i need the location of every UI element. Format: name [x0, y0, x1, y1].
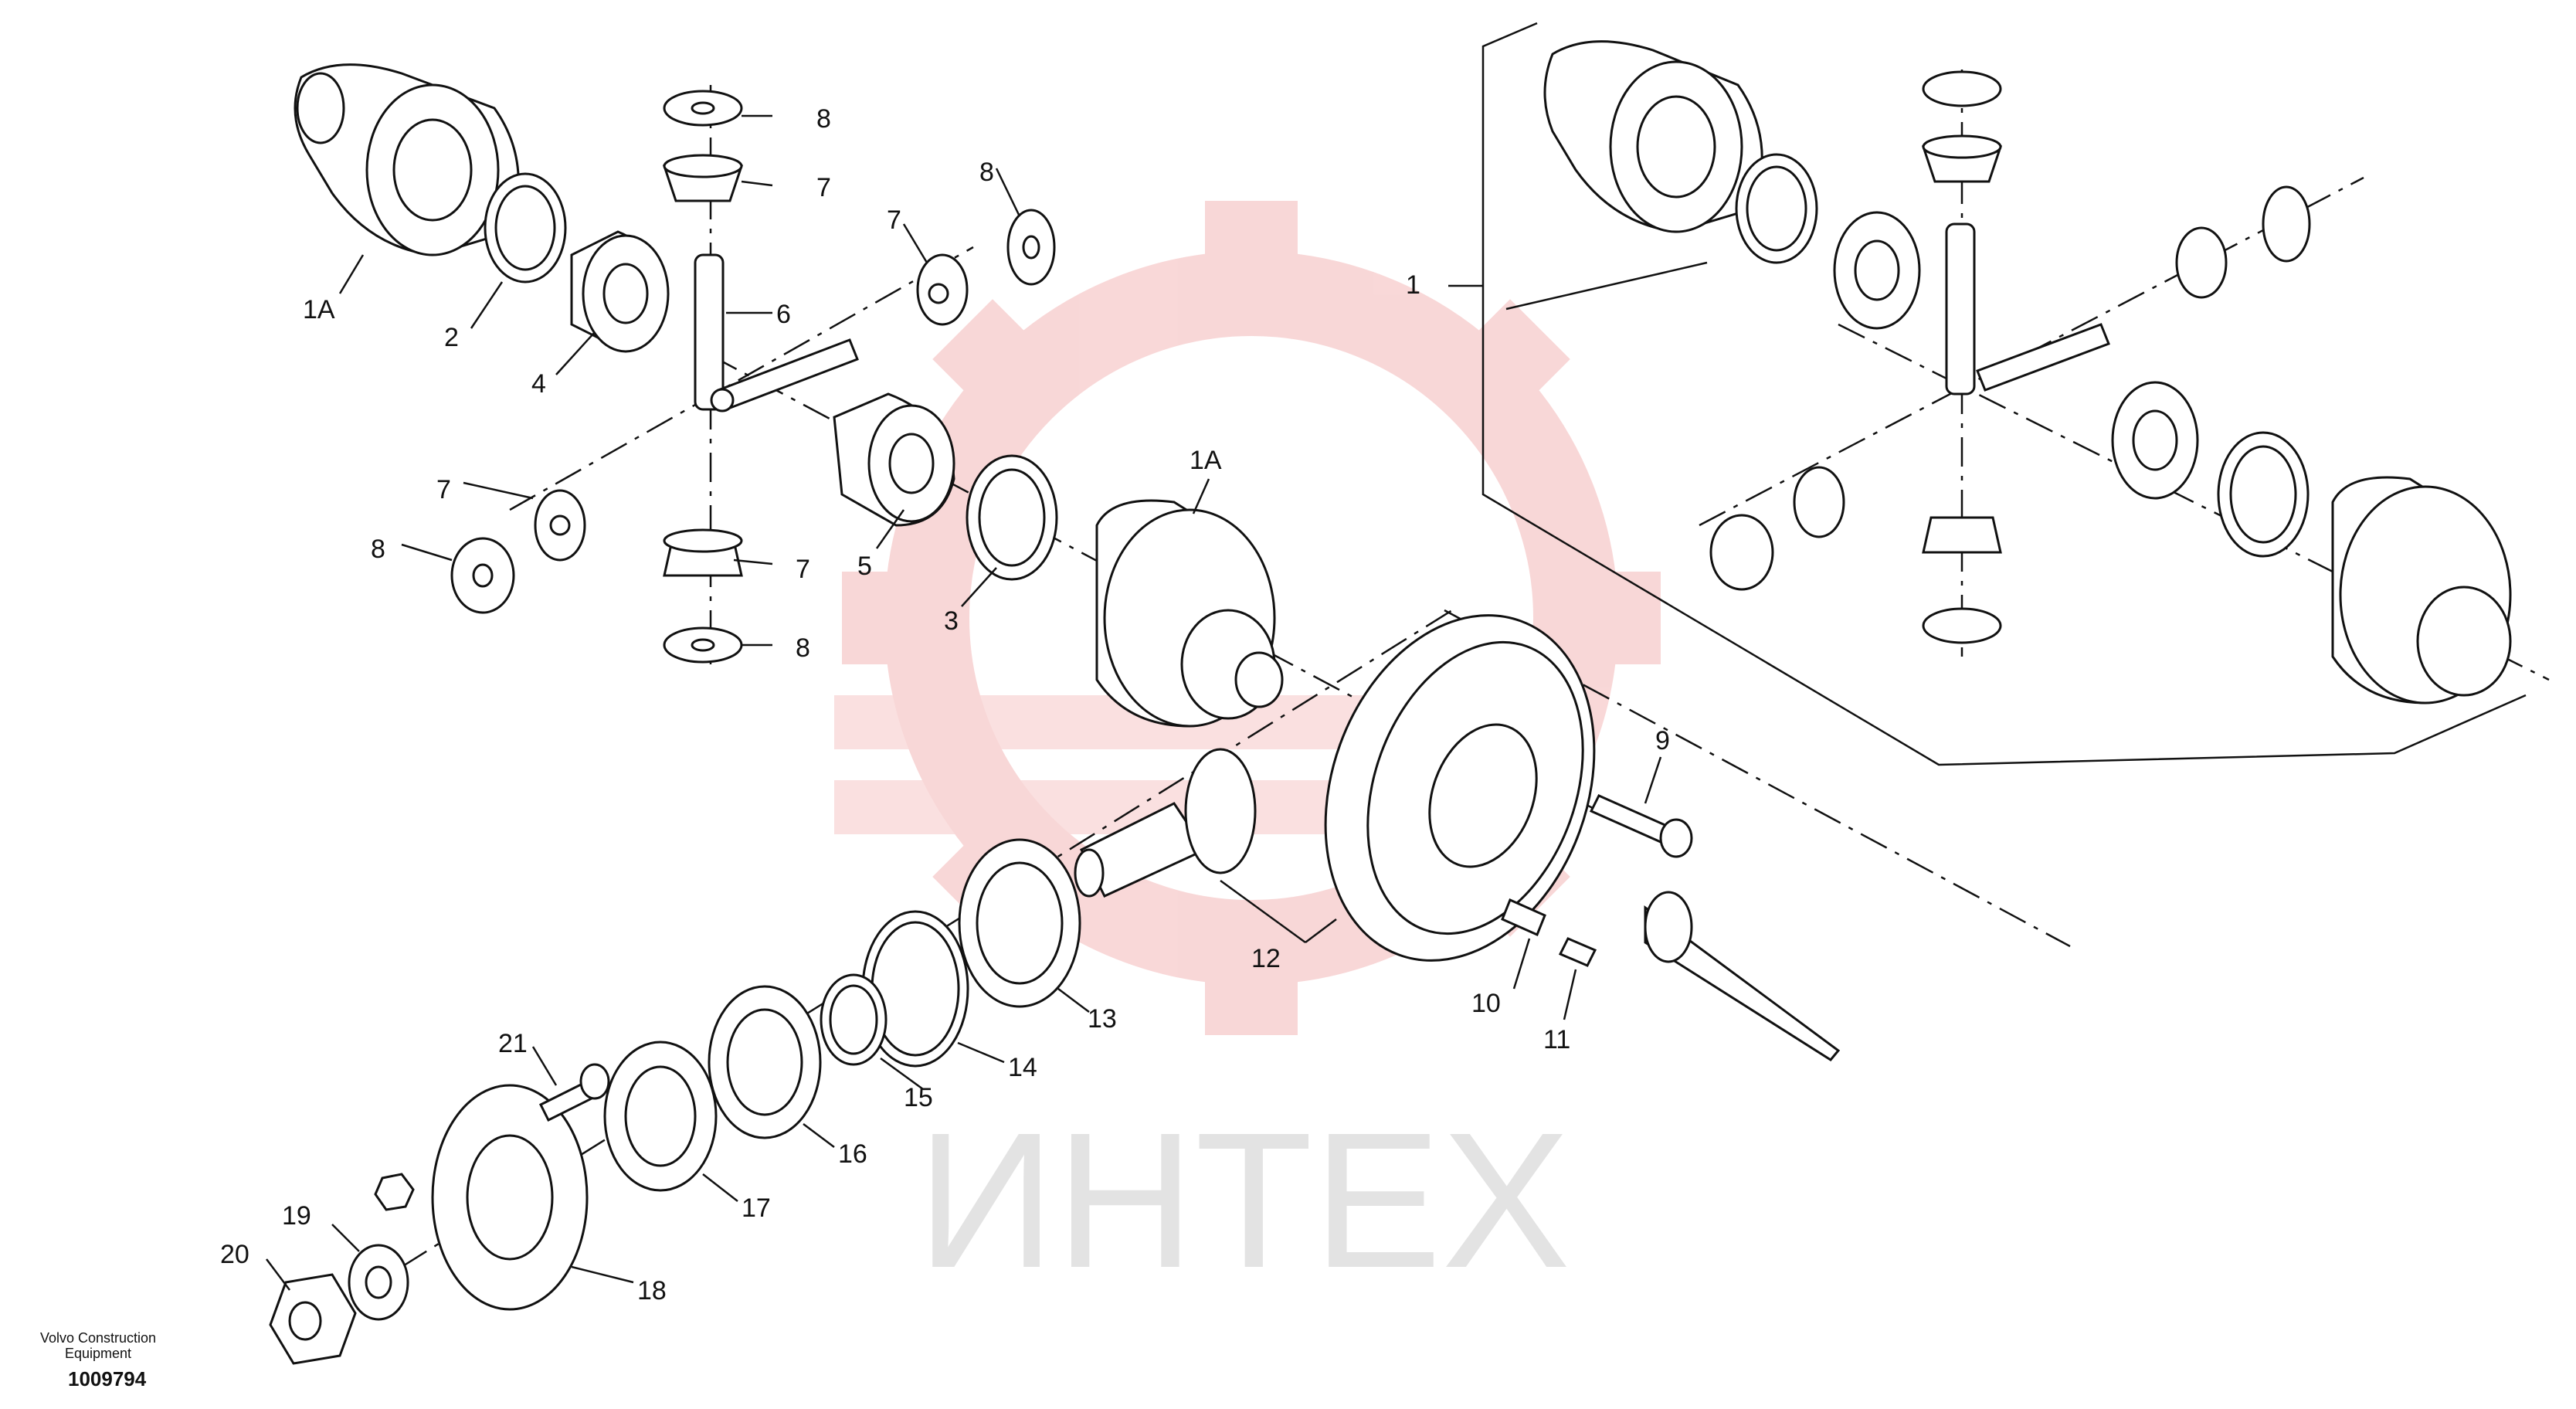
spacer-15 — [820, 973, 888, 1066]
thrust-washer-2 — [484, 172, 567, 283]
assembled-washer-bottom — [1922, 607, 2002, 644]
callout-label: 18 — [637, 1276, 667, 1305]
callout-label: 15 — [904, 1083, 933, 1112]
side-gear-5 — [833, 392, 955, 527]
thrust-washer-8-left — [450, 537, 515, 614]
assembled-washer-right — [1735, 153, 1818, 264]
assembled-pinion-left — [1793, 466, 1845, 538]
nut-small — [374, 1173, 415, 1211]
thrust-washer-8-bottom — [663, 626, 743, 664]
pin-10 — [1501, 898, 1546, 937]
bearing-13 — [958, 838, 1081, 1008]
assembled-spider-shaft-cross — [1976, 323, 2110, 392]
bolt-9 — [1589, 794, 1693, 858]
pin-11 — [1558, 937, 1597, 967]
callout-label: 7 — [887, 205, 901, 235]
callout-label: 14 — [1008, 1053, 1037, 1082]
credit-line: Equipment — [64, 1346, 132, 1361]
callout-label: 1A — [1190, 446, 1222, 475]
callout-label: 6 — [776, 300, 791, 329]
washer-19 — [348, 1244, 409, 1321]
nut-20 — [269, 1273, 357, 1365]
callout-label: 20 — [220, 1240, 249, 1269]
assembled-washer-left — [1709, 514, 1774, 591]
watermark-text: ИНТЕХ — [917, 1092, 1570, 1308]
bolt-21 — [538, 1063, 610, 1122]
callout-label: 7 — [816, 173, 831, 202]
callout-label: 1A — [303, 295, 335, 324]
thrust-washer-8-right — [1006, 209, 1056, 286]
pinion-gear-7-bottom — [663, 528, 743, 577]
callout-labels: 1A 2 4 8 7 6 8 7 7 8 5 7 8 3 1A 1 9 12 1… — [220, 104, 1670, 1305]
pinion-gear-7-left — [534, 489, 586, 562]
callout-label: 19 — [282, 1201, 311, 1231]
callout-label: 2 — [444, 323, 459, 352]
callout-label: 8 — [796, 633, 810, 663]
drive-pinion-12 — [1074, 748, 1257, 898]
ring-gear-12 — [1324, 614, 1596, 962]
thrust-washer-3 — [966, 454, 1058, 581]
callout-label: 8 — [979, 158, 994, 187]
callout-label: 7 — [796, 555, 810, 584]
callout-label: 3 — [944, 606, 959, 636]
assembled-case-half-right-bottom — [2331, 476, 2512, 704]
axis-line-main-diagonal — [710, 354, 1437, 743]
callout-label: 1 — [1406, 270, 1420, 300]
credit-block: Volvo Construction Equipment — [9, 1330, 187, 1361]
callout-label: 11 — [1543, 1025, 1570, 1054]
differential-case-half-1A — [1095, 499, 1284, 728]
callout-label: 8 — [371, 535, 385, 564]
pinion-gear-7-right — [916, 253, 969, 326]
callout-label: 10 — [1471, 989, 1501, 1018]
callout-label: 21 — [498, 1029, 528, 1058]
side-gear-4 — [570, 230, 670, 353]
assembled-pinion-right — [2175, 226, 2228, 299]
callout-label: 4 — [531, 369, 546, 399]
axle-shaft — [1644, 891, 1841, 1061]
assembled-pinion-bottom — [1922, 516, 2002, 554]
assembled-washer-right-side — [2262, 185, 2311, 263]
assembled-pinion-top — [1921, 134, 2003, 183]
callout-label: 7 — [436, 475, 451, 504]
callout-label: 5 — [857, 552, 872, 581]
assembled-side-gear-right — [1833, 211, 1921, 330]
callout-label: 13 — [1088, 1004, 1117, 1034]
differential-case-half-top-left — [294, 63, 520, 256]
callout-label: 16 — [838, 1139, 867, 1169]
callout-label: 9 — [1655, 726, 1670, 755]
thrust-washer-8-top — [663, 90, 743, 127]
spider-shaft-6-cross — [710, 338, 859, 413]
assembled-case-half-right-top — [1543, 40, 1763, 233]
spider-shaft-6-vertical — [694, 253, 725, 411]
callout-label: 8 — [816, 104, 831, 134]
callout-label: 17 — [742, 1193, 771, 1223]
credit-line: Volvo Construction — [39, 1330, 157, 1346]
bearing-16 — [708, 985, 822, 1139]
pinion-gear-7-top — [662, 154, 744, 202]
axis-line-left-cross — [509, 246, 974, 511]
companion-flange-18 — [431, 1084, 589, 1311]
shim-14 — [861, 910, 969, 1068]
assembled-spider-shaft-vertical — [1945, 222, 1976, 396]
assembly-frame-line — [1481, 22, 2527, 766]
assembled-washer-top — [1922, 70, 2002, 107]
assembled-side-gear-lower — [2111, 381, 2199, 500]
callout-label: 12 — [1251, 944, 1281, 973]
seal-17 — [603, 1041, 718, 1192]
drawing-number: 1009794 — [68, 1367, 147, 1390]
assembled-washer-lower — [2217, 431, 2310, 558]
leader-lines — [266, 114, 1708, 1291]
